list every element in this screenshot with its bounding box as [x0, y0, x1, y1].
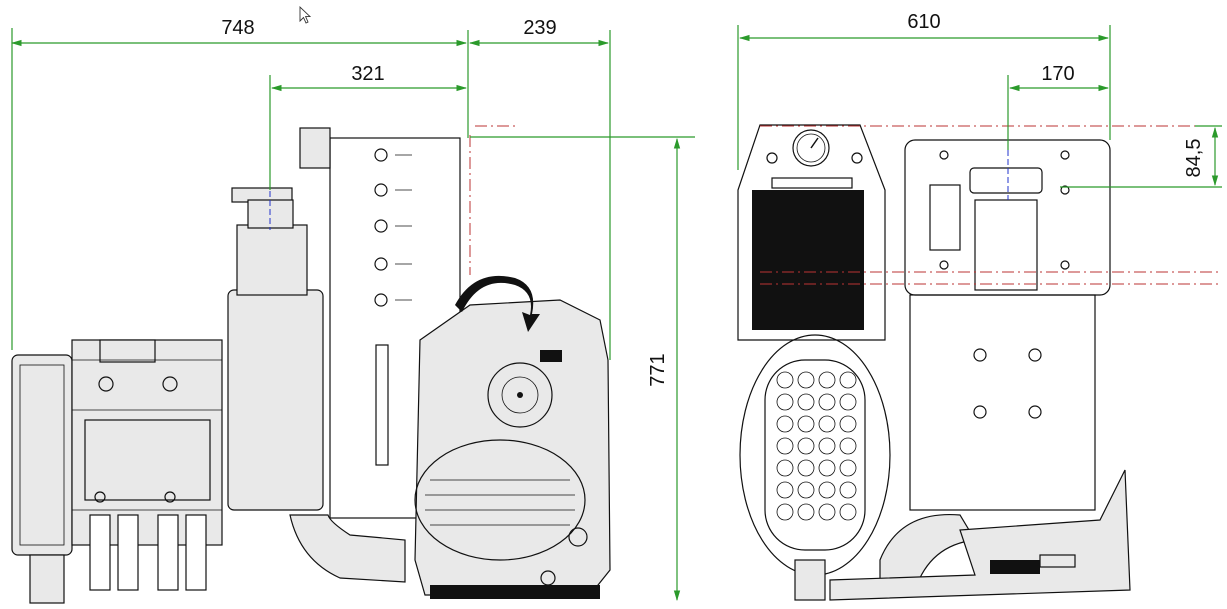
dimension-front-inner-width: 170	[1041, 63, 1074, 85]
front-view-drawing	[737, 124, 1220, 601]
dimension-inner-width: 321	[351, 63, 384, 85]
dimension-right-extension: 239	[523, 17, 556, 39]
dimension-overall-width: 748	[221, 17, 254, 39]
side-view-dimensions: 748 239 321 771	[10, 17, 695, 602]
side-view-drawing	[11, 125, 611, 604]
front-view-dimensions: 610 170 84,5	[737, 11, 1222, 188]
cursor-arrow-icon	[299, 5, 312, 24]
rotation-direction-arrow-icon	[455, 275, 540, 332]
pressure-gauge-icon	[792, 129, 830, 167]
dimension-front-overall-width: 610	[907, 11, 940, 33]
dimension-overall-height: 771	[647, 353, 669, 386]
dimension-front-offset-height: 84,5	[1183, 139, 1205, 178]
